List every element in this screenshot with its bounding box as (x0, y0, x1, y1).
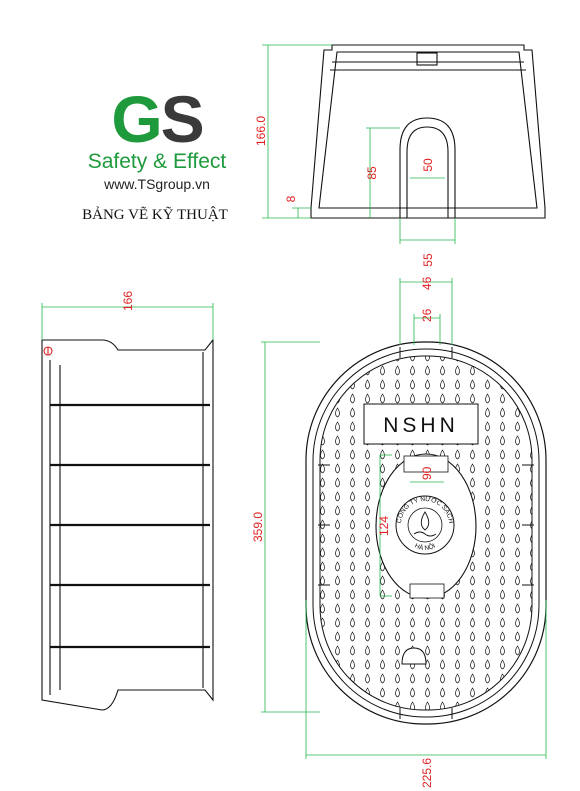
logo-letter-g: G (111, 82, 162, 156)
side-view (41, 338, 214, 711)
logo-mark: GS (62, 86, 252, 152)
lid-label-plate (363, 403, 479, 445)
front-outer-outline (310, 44, 546, 219)
logo-letter-s: S (160, 82, 205, 156)
dim-front-bottom-width: 55 (421, 253, 435, 267)
dim-lid-inner-height: 124 (377, 516, 391, 536)
dim-lid-inner-width: 90 (420, 466, 434, 480)
dim-top-notch-outer: 46 (420, 276, 434, 290)
side-dimension-lines (41, 303, 214, 340)
lid-top-slot (403, 455, 449, 473)
lid-label: NSHN (383, 414, 459, 437)
front-arch-inner (406, 126, 449, 218)
logo-website: www.TSgroup.vn (104, 176, 210, 192)
drawing-title: BẢNG VẼ KỸ THUẬT (82, 207, 228, 223)
front-dimension-lines (262, 44, 456, 244)
company-logo: GS Safety & Effect www.TSgroup.vn (62, 86, 252, 193)
front-inner-outline (318, 51, 538, 209)
water-drop-icon (413, 511, 437, 537)
dim-front-height: 166.0 (254, 116, 268, 146)
top-rim-inner (312, 348, 540, 718)
top-outer-rim (305, 341, 547, 725)
dim-front-arch-width: 50 (421, 158, 435, 172)
side-ribs (50, 403, 210, 649)
logo-tagline: Safety & Effect (87, 150, 227, 173)
rim-tabs (318, 347, 534, 719)
top-view: NSHN CÔNG TY NƯỚC SẠCH HÀ NỘI (305, 341, 547, 725)
dim-front-base-gap: 8 (284, 195, 298, 202)
front-arch-outer (399, 117, 456, 218)
dim-top-width: 225.6 (420, 758, 434, 788)
dim-top-length: 359.0 (251, 512, 265, 542)
top-dimension-lines (261, 278, 547, 759)
dim-top-notch-inner: 26 (420, 308, 434, 322)
front-view (310, 44, 546, 219)
seal-text-bottom: HÀ NỘI (413, 541, 436, 552)
dim-front-inner-height: 85 (365, 166, 379, 180)
dim-side-width: 166 (121, 291, 135, 311)
lid-handle-hole (401, 647, 427, 665)
front-latch (416, 52, 438, 66)
lid-bottom-slot (409, 583, 445, 599)
lid-seal-inner (407, 507, 443, 543)
side-outer-outline (41, 338, 214, 711)
